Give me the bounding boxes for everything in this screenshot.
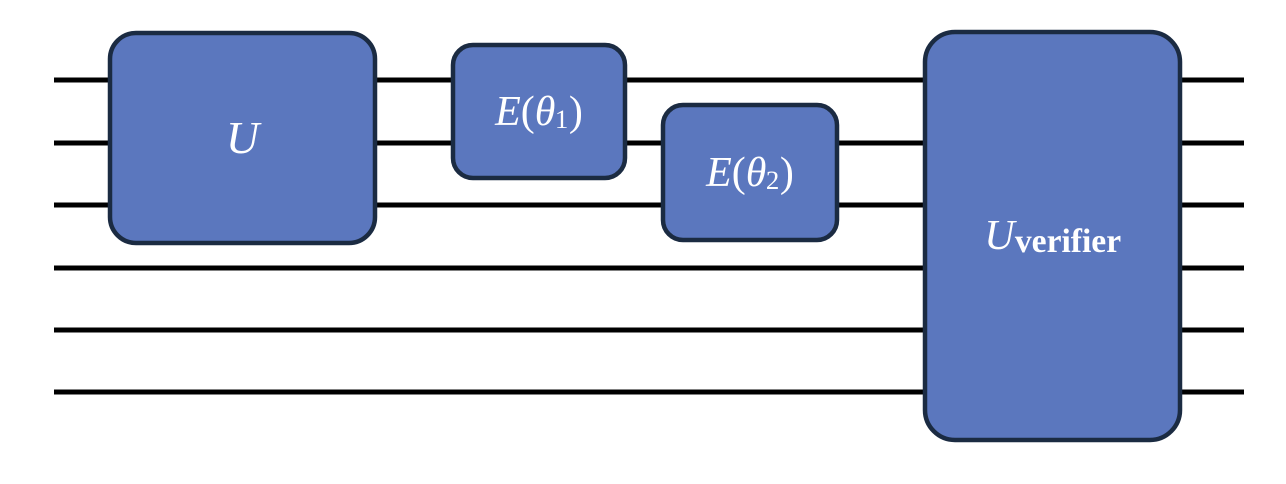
gate-box-u-verifier[interactable] [922,29,1183,443]
gate-box-e-theta-2[interactable] [660,102,840,243]
gate-boxes-group [107,29,1183,443]
gate-box-u[interactable] [107,30,378,246]
gate-box-e-theta-1[interactable] [450,42,628,181]
qubit-wires-group [54,77,1244,395]
